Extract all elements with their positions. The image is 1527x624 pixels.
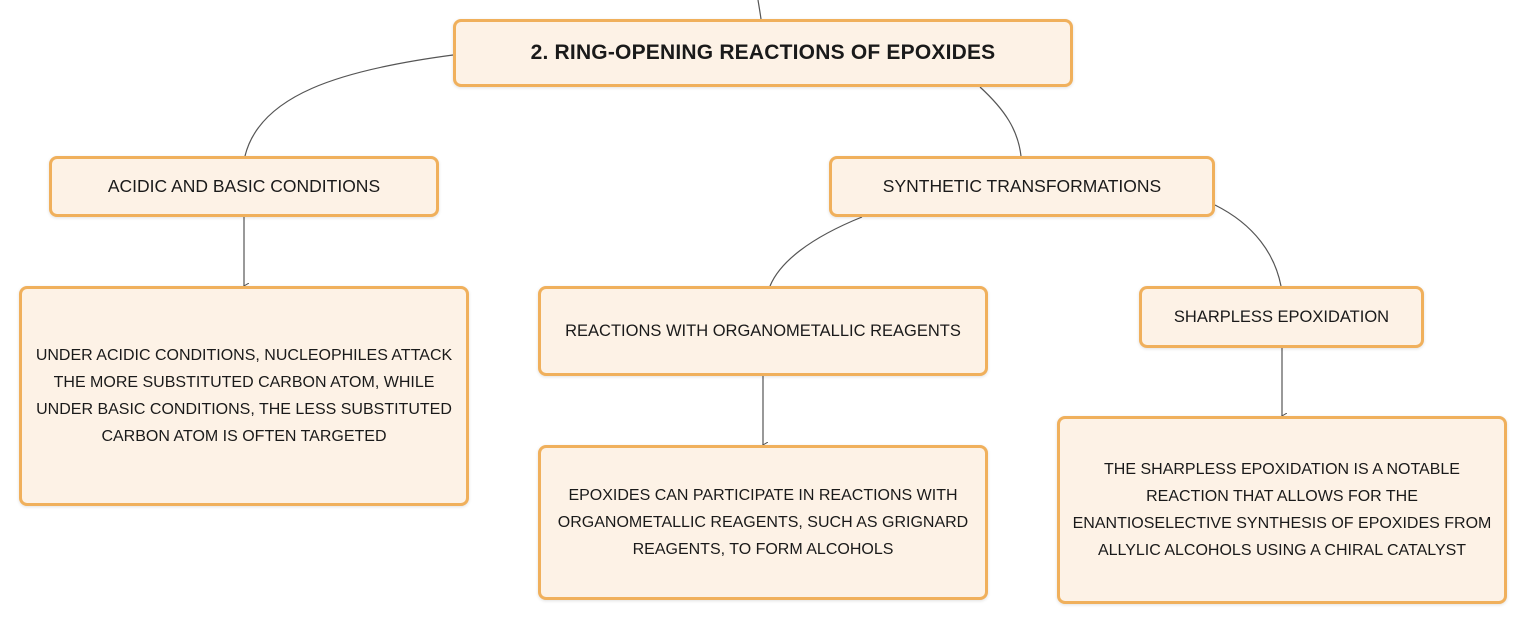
- organometallic-label: REACTIONS WITH ORGANOMETALLIC REAGENTS: [565, 321, 961, 340]
- root-node-label: 2. RING-OPENING REACTIONS OF EPOXIDES: [530, 41, 996, 64]
- sharpless-detail-node[interactable]: THE SHARPLESS EPOXIDATION IS A NOTABLE R…: [1057, 416, 1507, 604]
- acidic-basic-detail-text: UNDER ACIDIC CONDITIONS, NUCLEOPHILES AT…: [35, 347, 453, 445]
- synthetic-transformations-label: SYNTHETIC TRANSFORMATIONS: [882, 176, 1162, 196]
- acidic-basic-node[interactable]: ACIDIC AND BASIC CONDITIONS: [49, 156, 439, 217]
- synthetic-transformations-node[interactable]: SYNTHETIC TRANSFORMATIONS: [829, 156, 1215, 217]
- acidic-basic-label: ACIDIC AND BASIC CONDITIONS: [107, 176, 381, 196]
- organometallic-detail-node[interactable]: EPOXIDES CAN PARTICIPATE IN REACTIONS WI…: [538, 445, 988, 600]
- acidic-basic-detail-node[interactable]: UNDER ACIDIC CONDITIONS, NUCLEOPHILES AT…: [19, 286, 469, 506]
- edge-root-acidic: [244, 54, 454, 157]
- edge-synthetic-sharpless: [1214, 204, 1282, 287]
- sharpless-label: SHARPLESS EPOXIDATION: [1173, 307, 1390, 326]
- root-node[interactable]: 2. RING-OPENING REACTIONS OF EPOXIDES: [453, 19, 1073, 87]
- organometallic-node[interactable]: REACTIONS WITH ORGANOMETALLIC REAGENTS: [538, 286, 988, 376]
- edge-incoming-root: [757, 0, 762, 20]
- sharpless-detail-text: THE SHARPLESS EPOXIDATION IS A NOTABLE R…: [1072, 461, 1492, 559]
- sharpless-node[interactable]: SHARPLESS EPOXIDATION: [1139, 286, 1424, 348]
- edge-synthetic-organometallic: [769, 216, 863, 287]
- organometallic-detail-text: EPOXIDES CAN PARTICIPATE IN REACTIONS WI…: [557, 487, 969, 558]
- edge-root-synthetic: [979, 86, 1022, 157]
